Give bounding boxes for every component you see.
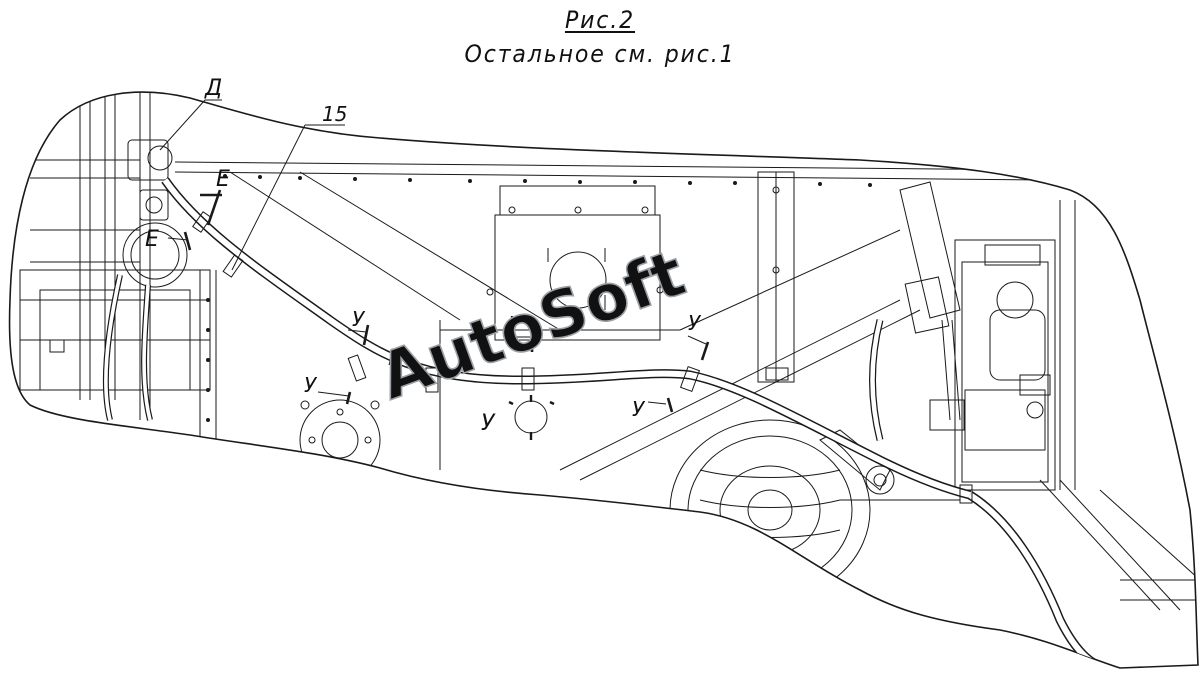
callout-u6: У (632, 397, 646, 421)
bearing-flange (299, 399, 381, 481)
watermark-logo: AutoSoft (370, 237, 694, 415)
pump-assembly (102, 139, 188, 421)
vertical-bracket (757, 171, 795, 383)
callout-d: Д (204, 76, 222, 101)
fan-wheel (669, 419, 871, 601)
callout-e-upper: Е (216, 167, 230, 192)
left-frame-structure (19, 92, 217, 440)
figure-title: Рис.2 (564, 6, 636, 34)
reservoir-assembly (954, 200, 1076, 491)
lower-rails (1039, 479, 1198, 611)
figure-subtitle: Остальное см. рис.1 (464, 40, 736, 68)
hydraulic-cylinder (899, 181, 965, 431)
callout-u3: У (509, 312, 523, 336)
callout-n: Н (388, 346, 405, 371)
callout-15: 15 (322, 102, 347, 126)
callout-u5: У (688, 311, 702, 335)
rail-rivets (206, 174, 872, 422)
callout-e-lower: Е (145, 227, 159, 252)
callout-u4: У (481, 411, 496, 436)
callouts: Д 15 Е Е Н У У У У У У (145, 76, 702, 436)
callout-u2: У (304, 373, 318, 397)
callout-u1: У (352, 307, 366, 331)
hose-clamps (192, 211, 973, 504)
cover-plate (486, 185, 664, 341)
view-outline (8, 91, 1199, 669)
